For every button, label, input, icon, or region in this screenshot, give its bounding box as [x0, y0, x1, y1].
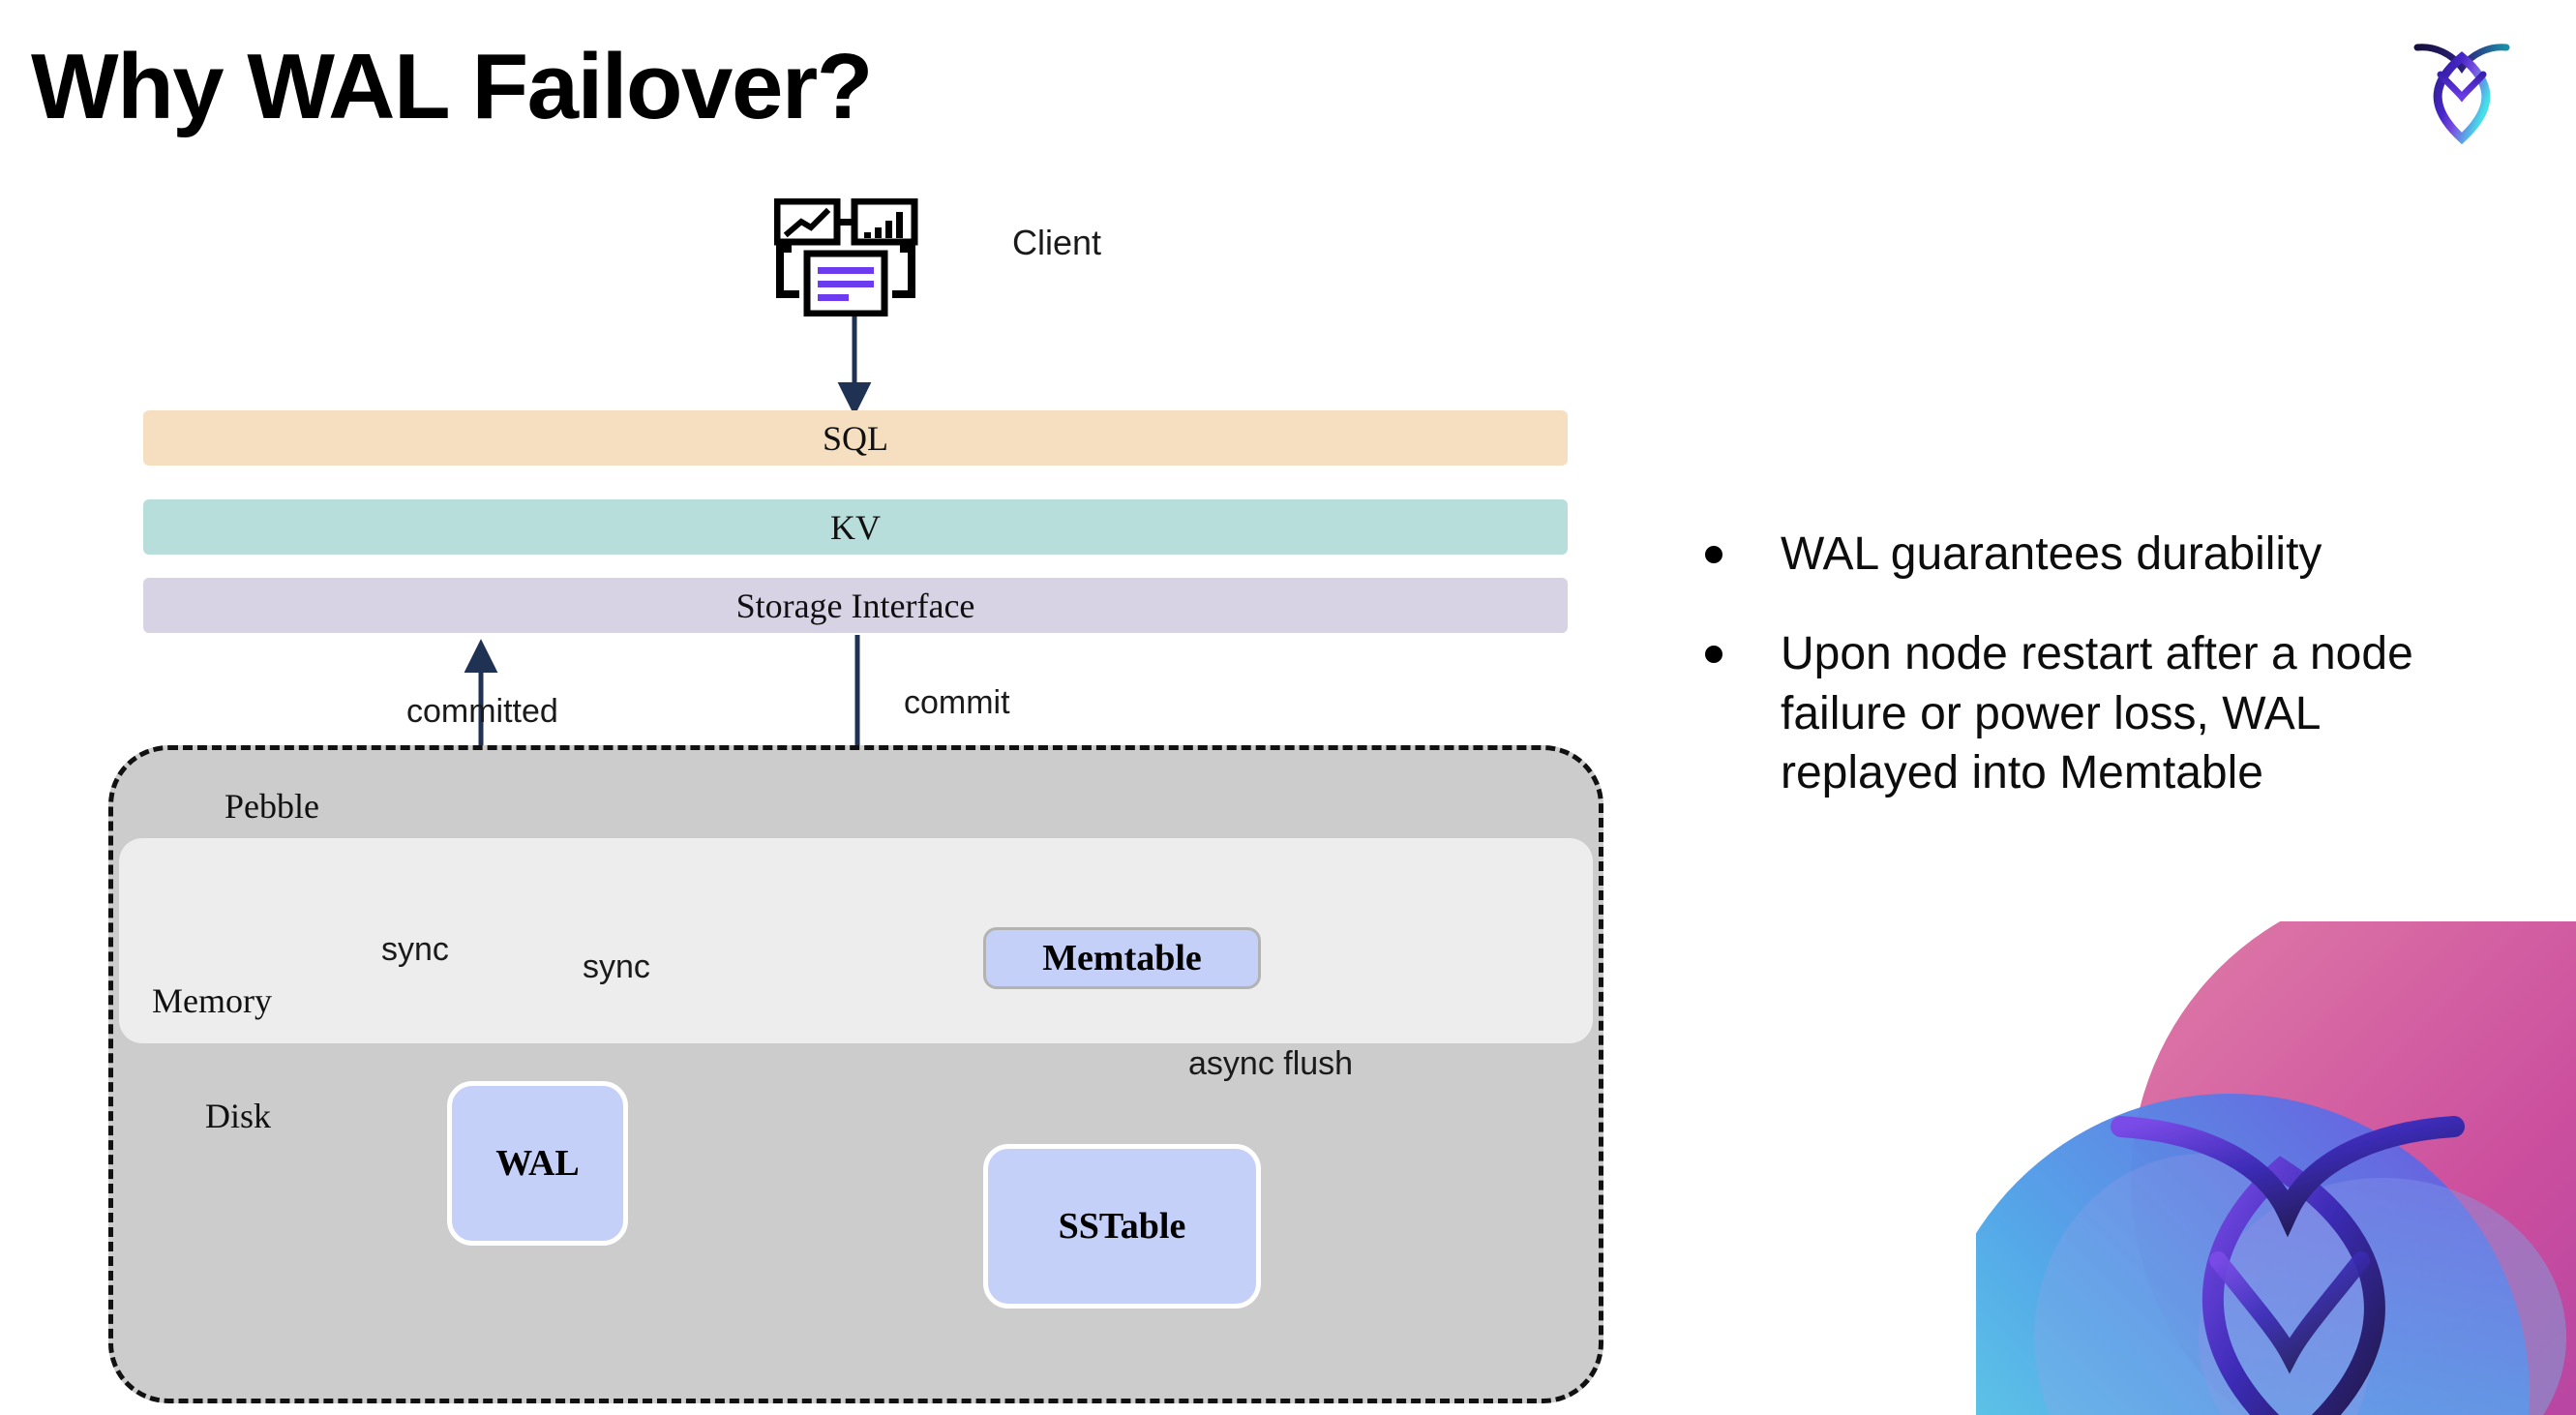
node-sstable-label: SSTable: [1058, 1206, 1186, 1247]
cockroachdb-logo-icon: [2411, 29, 2512, 145]
bullet-list: WAL guarantees durability Upon node rest…: [1705, 525, 2508, 844]
layer-sql: SQL: [143, 410, 1568, 466]
node-wal-label: WAL: [495, 1143, 580, 1184]
edge-label-commit: commit: [904, 684, 1010, 721]
node-sstable: SSTable: [983, 1144, 1261, 1309]
node-memtable: Memtable: [983, 927, 1261, 989]
bullet-text: Upon node restart after a node failure o…: [1781, 628, 2413, 799]
bullet-dot-icon: [1705, 646, 1722, 664]
bullet-dot-icon: [1705, 546, 1722, 563]
client-terminal-icon: [773, 197, 929, 317]
architecture-diagram: Client SQL KV Storage Interface Pebble M…: [108, 197, 1603, 1403]
disk-label: Disk: [205, 1097, 272, 1135]
client-label: Client: [1012, 223, 1102, 262]
memory-label: Memory: [152, 981, 272, 1020]
bullet-text: WAL guarantees durability: [1781, 528, 2322, 580]
layer-kv-label: KV: [830, 507, 881, 547]
gradient-circles-cockroach-decor-icon: [1976, 921, 2576, 1415]
node-memtable-label: Memtable: [1042, 938, 1202, 978]
edge-label-async-flush: async flush: [1188, 1045, 1354, 1082]
node-wal: WAL: [447, 1081, 628, 1246]
layer-storage-label: Storage Interface: [735, 586, 975, 625]
edge-label-sync-right: sync: [583, 948, 650, 985]
layer-sql-label: SQL: [822, 418, 888, 458]
page-title: Why WAL Failover?: [31, 35, 873, 138]
edge-label-sync-left: sync: [381, 931, 449, 968]
memory-zone: [119, 838, 1593, 1043]
list-item: WAL guarantees durability: [1705, 525, 2508, 584]
edge-label-committed: committed: [406, 693, 558, 730]
layer-storage-interface: Storage Interface: [143, 578, 1568, 633]
layer-kv: KV: [143, 499, 1568, 555]
pebble-label: Pebble: [225, 787, 319, 826]
list-item: Upon node restart after a node failure o…: [1705, 624, 2508, 802]
